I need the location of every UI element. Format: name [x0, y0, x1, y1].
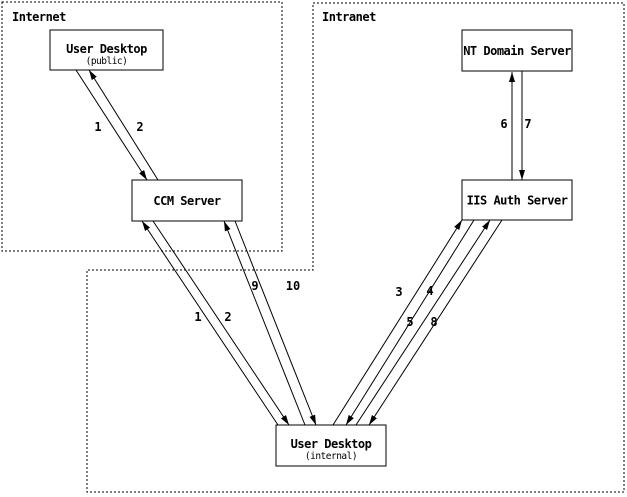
node-title-user-desktop-internal: User Desktop	[291, 437, 372, 451]
edge-label-8: 8	[430, 315, 437, 329]
zone-border-intranet	[86, 2, 625, 493]
node-title-nt-domain-server: NT Domain Server	[463, 44, 571, 58]
node-user-desktop-public: User Desktop(public)	[49, 29, 164, 71]
node-subtitle-user-desktop-public: (public)	[86, 56, 128, 67]
node-subtitle-user-desktop-internal: (internal)	[305, 451, 357, 462]
node-box-iis-auth-server	[461, 179, 573, 221]
edge-label-9: 9	[251, 279, 258, 293]
node-user-desktop-internal: User Desktop(internal)	[275, 424, 387, 467]
edge-label-2: 2	[224, 310, 231, 324]
edge-label-10: 10	[286, 279, 300, 293]
node-box-nt-domain-server	[461, 29, 573, 72]
edge-5-user-desktop-internal-to-iis-auth-server	[355, 219, 491, 426]
edge-label-5: 5	[406, 315, 413, 329]
edge-1-user-desktop-internal-to-ccm-server	[141, 220, 279, 426]
edge-10-ccm-server-to-user-desktop-internal	[234, 220, 317, 426]
edge-4-iis-auth-server-to-user-desktop-internal	[345, 219, 475, 426]
node-title-ccm-server: CCM Server	[153, 194, 221, 208]
node-nt-domain-server: NT Domain Server	[461, 29, 573, 72]
zone-label-internet: Internet	[12, 10, 66, 24]
zone-border-internet	[1, 1, 283, 252]
node-box-ccm-server	[131, 179, 243, 222]
node-box-user-desktop-public	[49, 29, 164, 71]
edge-8-iis-auth-server-to-user-desktop-internal	[368, 219, 503, 426]
edge-2-ccm-server-to-user-desktop-internal	[152, 220, 290, 426]
edge-label-2: 2	[136, 120, 143, 134]
node-ccm-server: CCM Server	[131, 179, 243, 222]
edge-2-ccm-server-to-user-desktop-public	[88, 69, 159, 181]
edge-3-user-desktop-internal-to-iis-auth-server	[332, 219, 463, 426]
node-title-user-desktop-public: User Desktop	[66, 42, 147, 56]
edge-label-1: 1	[94, 120, 101, 134]
edge-label-4: 4	[426, 284, 433, 298]
edge-label-6: 6	[500, 117, 507, 131]
edge-label-7: 7	[524, 117, 531, 131]
node-iis-auth-server: IIS Auth Server	[461, 179, 573, 221]
edge-1-user-desktop-public-to-ccm-server	[75, 69, 148, 181]
node-title-iis-auth-server: IIS Auth Server	[467, 194, 568, 208]
edge-label-1: 1	[194, 310, 201, 324]
edge-label-3: 3	[395, 285, 402, 299]
edge-9-user-desktop-internal-to-ccm-server	[223, 220, 306, 426]
node-box-user-desktop-internal	[275, 424, 387, 467]
zone-label-intranet: Intranet	[322, 10, 376, 24]
